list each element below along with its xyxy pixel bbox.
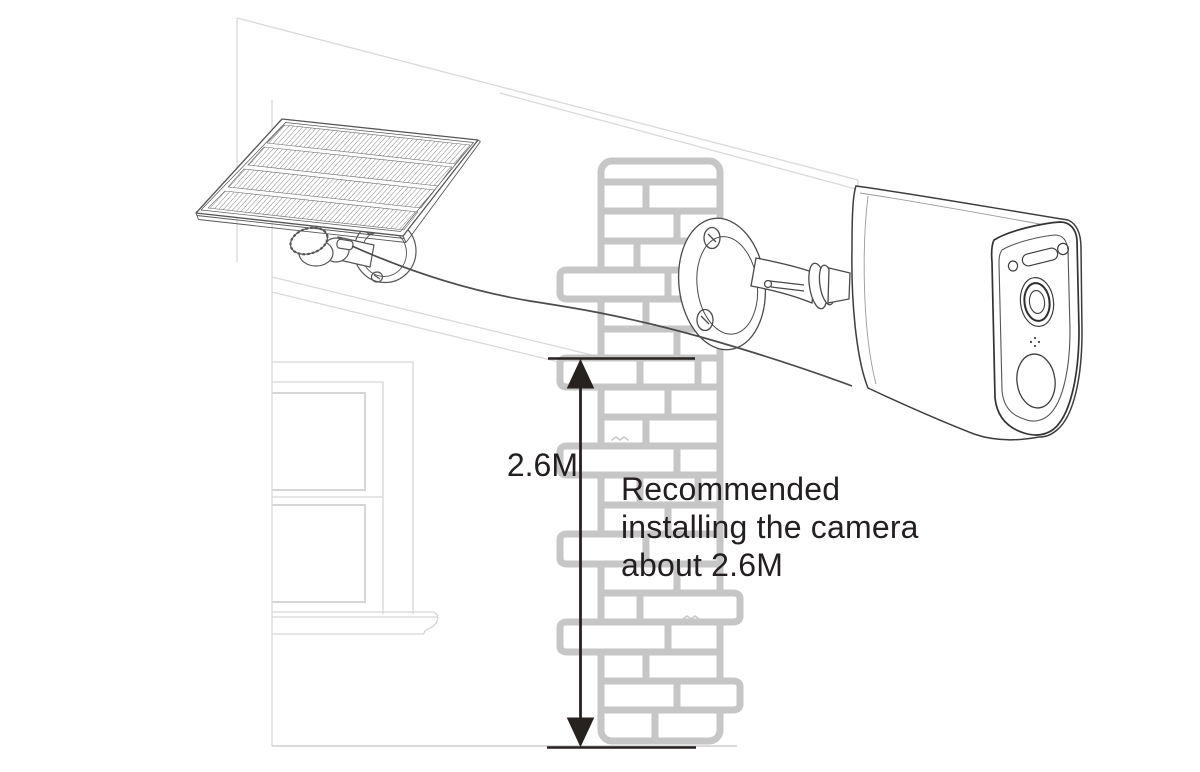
window (272, 361, 439, 635)
light-sensor-slot (1021, 247, 1059, 267)
wall-fascia-line (499, 92, 857, 190)
solar-cell-row (266, 124, 471, 165)
power-cable (351, 245, 853, 387)
brick-protrusion-left (556, 618, 611, 656)
window-outer-frame (272, 361, 414, 614)
wall-band-lines (271, 276, 601, 373)
status-led-icon (1007, 260, 1019, 272)
camera-lens (1019, 276, 1055, 328)
cable-connector (336, 238, 354, 251)
note-line-2: installing the camera (621, 509, 919, 545)
solar-cell-row (247, 146, 453, 187)
camera-body-contour (859, 192, 1063, 385)
arrow-up-icon (566, 358, 595, 389)
speaker-holes-icon (1029, 336, 1041, 348)
solar-panel-side-thickness (195, 139, 481, 243)
window-lower-sash (272, 504, 366, 603)
window-upper-sash (272, 392, 366, 491)
security-camera (851, 185, 1083, 441)
lens-inner-ring (1028, 289, 1046, 315)
height-measurement-arrow (547, 357, 696, 749)
recommendation-note: Recommended installing the camera about … (621, 470, 919, 584)
screw-slot (707, 233, 717, 243)
solar-panel-inner-rim (200, 122, 474, 232)
camera-mount-lever-pin (769, 280, 805, 292)
microphone-hole-icon (1056, 242, 1069, 256)
arrow-down-icon (566, 717, 595, 748)
window-sill (272, 611, 439, 635)
camera-front-face (990, 221, 1080, 436)
camera-mount-lever-tip (763, 279, 773, 289)
solar-mount-knurl-ring (289, 226, 329, 256)
screw-icon (696, 308, 714, 332)
solar-cell-row (227, 168, 436, 209)
note-line-1: Recommended (621, 471, 841, 507)
brick-protrusion-left (556, 266, 611, 303)
note-line-3: about 2.6M (621, 547, 784, 583)
screw-slot (373, 274, 381, 280)
screw-slot (700, 315, 710, 325)
screw-icon (370, 271, 384, 283)
brick-protrusion-left (556, 530, 611, 568)
brick-protrusion-right (710, 677, 744, 714)
camera-wall-mount (677, 217, 851, 351)
camera-mount-neck (827, 267, 851, 304)
lens-outer-ring (1019, 276, 1055, 328)
solar-cell-row (207, 190, 419, 231)
solar-panel (195, 118, 481, 243)
camera-mount-arm (750, 257, 816, 304)
brick-joints (633, 178, 702, 745)
camera-face-plate (998, 234, 1071, 422)
brick-texture-ticks (611, 436, 700, 620)
pir-sensor (1016, 353, 1056, 409)
screw-icon (703, 226, 721, 250)
lens-mid-ring (1023, 282, 1051, 322)
brick-protrusion-right (710, 589, 744, 626)
height-value-label: 2.6M (506, 447, 578, 483)
brick-protrusion-left (556, 442, 611, 479)
